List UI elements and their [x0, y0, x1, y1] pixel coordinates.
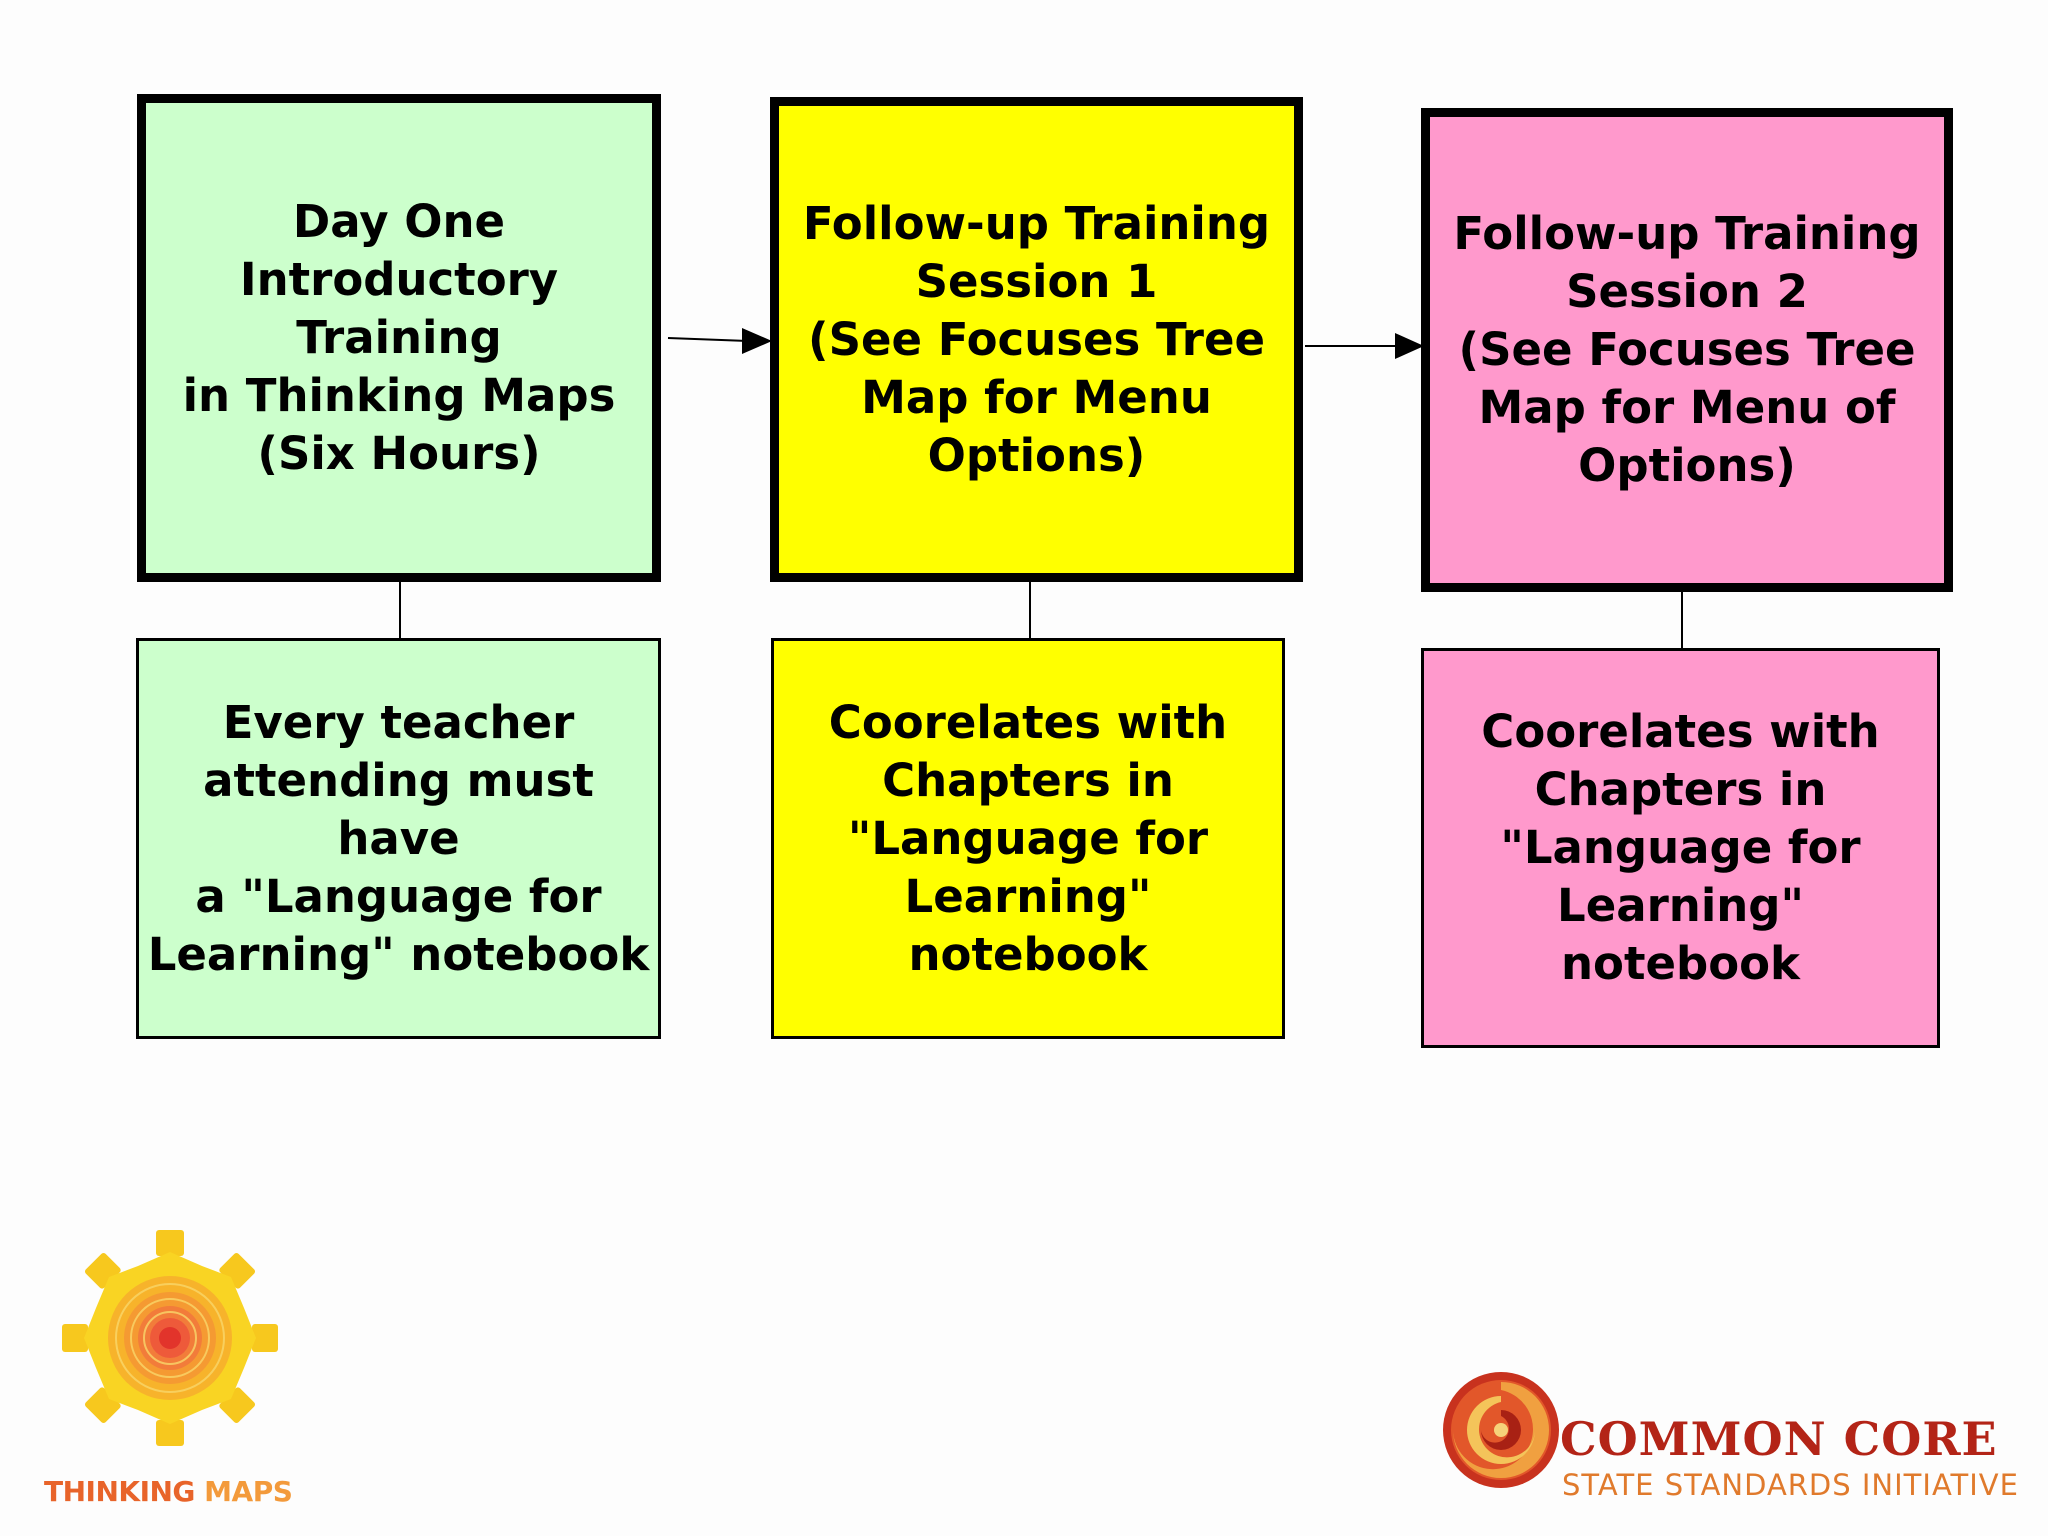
- day-one-training-box: Day One Introductory Training in Thinkin…: [137, 94, 661, 582]
- session-2-text: Follow-up Training Session 2 (See Focuse…: [1453, 207, 1921, 492]
- thinking-maps-logo-icon: [62, 1230, 278, 1446]
- session-1-text: Follow-up Training Session 1 (See Focuse…: [802, 196, 1271, 482]
- notebook-required-text: Every teacher attending must have a "Lan…: [147, 695, 650, 981]
- chapters-1-box: Coorelates with Chapters in "Language fo…: [771, 638, 1285, 1039]
- common-core-swirl-icon: [1443, 1372, 1559, 1488]
- chapters-2-text: Coorelates with Chapters in "Language fo…: [1481, 705, 1880, 990]
- day-one-training-text: Day One Introductory Training in Thinkin…: [182, 195, 616, 480]
- notebook-required-box: Every teacher attending must have a "Lan…: [136, 638, 661, 1039]
- thinking-maps-word-2: MAPS: [204, 1475, 293, 1508]
- chapters-1-text: Coorelates with Chapters in "Language fo…: [828, 695, 1228, 981]
- arrow-day-one-to-session-1: [667, 328, 772, 354]
- arrow-session-1-to-session-2: [1305, 333, 1424, 359]
- chapters-2-box: Coorelates with Chapters in "Language fo…: [1421, 648, 1940, 1048]
- session-2-box: Follow-up Training Session 2 (See Focuse…: [1421, 108, 1953, 592]
- thinking-maps-wordmark: THINKING MAPS: [44, 1475, 304, 1508]
- thinking-maps-word-1: THINKING: [44, 1475, 195, 1508]
- common-core-subtitle: STATE STANDARDS INITIATIVE: [1562, 1468, 2019, 1502]
- session-1-box: Follow-up Training Session 1 (See Focuse…: [770, 97, 1303, 582]
- common-core-title: COMMON CORE: [1560, 1412, 1998, 1466]
- common-core-logo: COMMON CORE STATE STANDARDS INITIATIVE: [1430, 1360, 2020, 1510]
